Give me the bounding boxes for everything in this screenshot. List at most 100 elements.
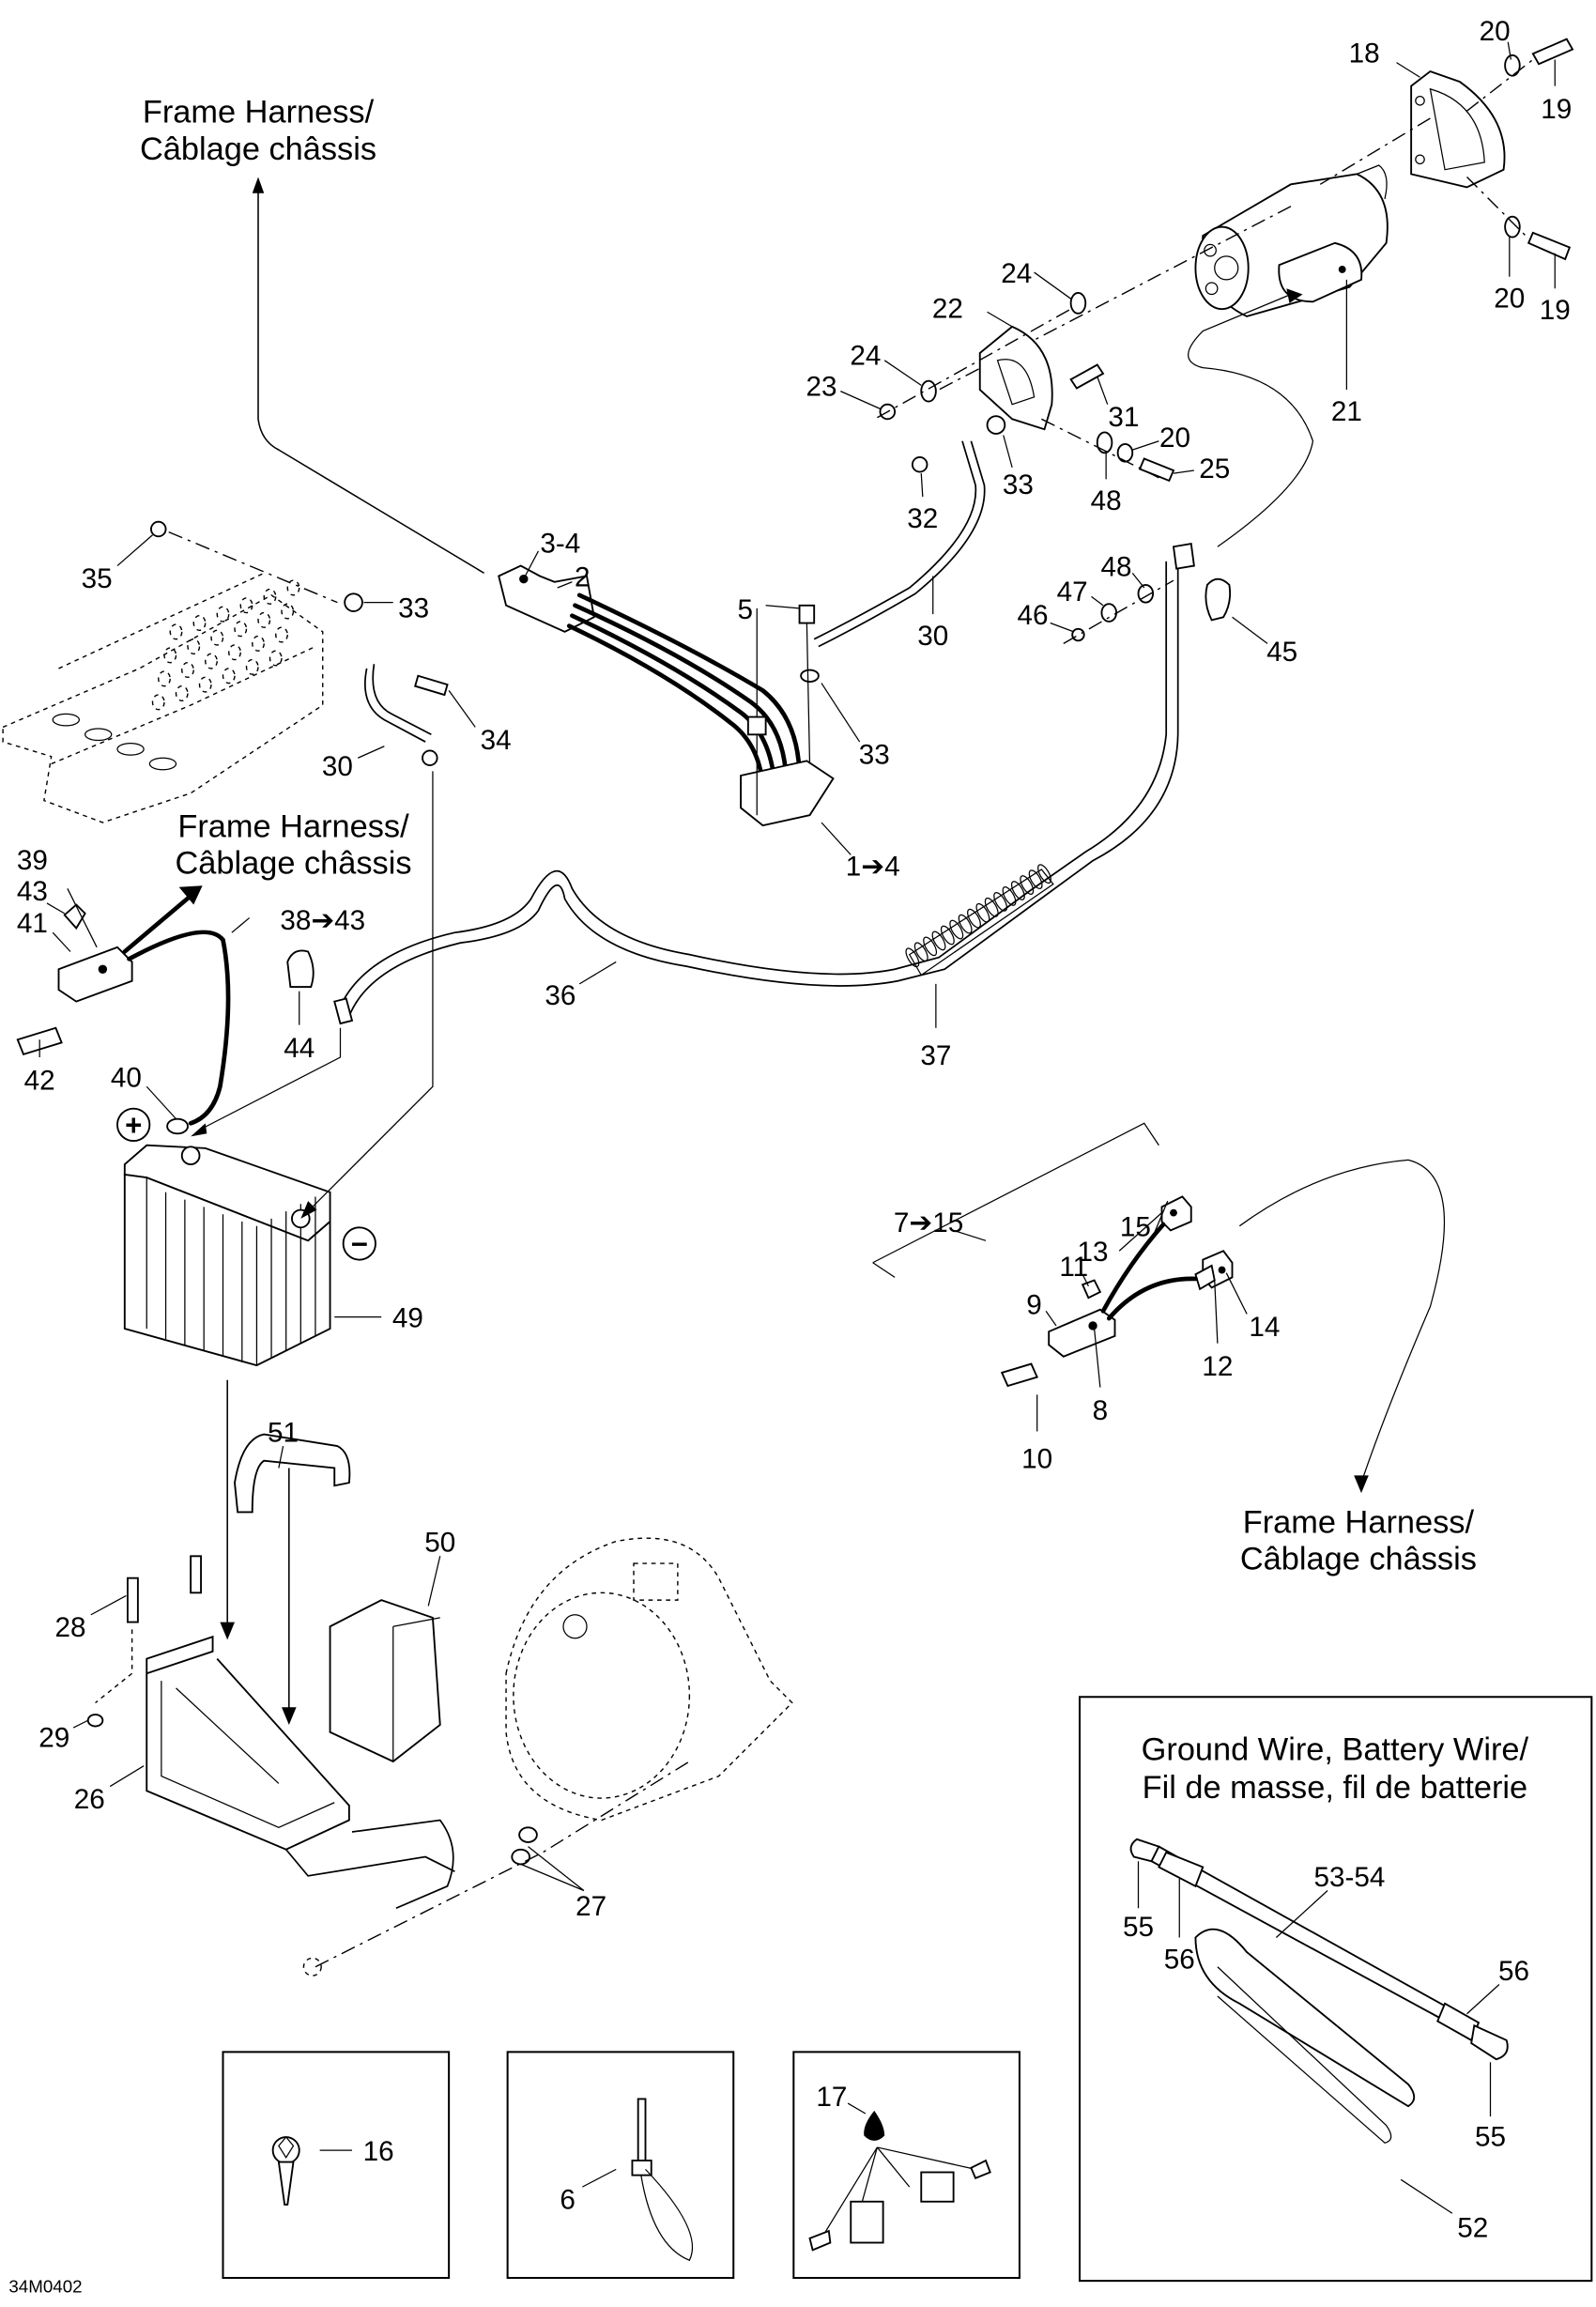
leader-to-negative: [307, 771, 434, 1212]
sleeve-56: [1158, 1851, 1205, 1888]
callout-leader: [524, 550, 539, 577]
callout-leader: [90, 1594, 127, 1616]
small-box-leader: [582, 2168, 617, 2188]
drawing-id: 34M0402: [8, 2277, 82, 2297]
callout-leader: [1050, 622, 1074, 633]
callout-leader: [987, 311, 1013, 328]
callout-leader: [1094, 1329, 1101, 1388]
small-box-connector-kit: [792, 2051, 1021, 2280]
callout-label: 12: [1202, 1351, 1233, 1382]
battery-tray-26: [146, 1635, 350, 1851]
boot-44: [286, 949, 315, 988]
nut-32: [911, 456, 928, 473]
callout-leader: [920, 473, 924, 498]
callout-label: 5: [737, 594, 753, 625]
nut-35: [150, 520, 167, 538]
callout-label: 1➔4: [846, 851, 900, 882]
small-box-frame: [506, 2051, 735, 2280]
callout-leader: [821, 683, 861, 743]
callout-label: 33: [1003, 469, 1034, 500]
small-box-frame: [792, 2051, 1021, 2280]
callout-leader: [1214, 1280, 1219, 1344]
callout-label: 18: [1349, 38, 1380, 69]
callout-leader: [1507, 41, 1512, 60]
callout-label: 37: [920, 1040, 951, 1071]
callout-label: 19: [1541, 94, 1572, 125]
washer-20: [1504, 215, 1521, 238]
harness-note-bottom-right: Frame Harness/ Câblage châssis: [1240, 1504, 1477, 1576]
fuse-cover-43: [63, 903, 86, 930]
callout-label: 29: [38, 1722, 69, 1753]
callout-label: 7➔15: [894, 1207, 963, 1238]
callout-label: 28: [54, 1612, 85, 1643]
callout-label: 49: [392, 1303, 423, 1334]
callout-label: 48: [1091, 485, 1122, 516]
washer-27: [511, 1848, 530, 1866]
small-box-screw: [222, 2051, 451, 2280]
starter-motor-21: [1194, 164, 1389, 317]
callout-leader: [1396, 62, 1420, 78]
nut-29: [86, 1714, 104, 1728]
small-box-label: 16: [363, 2136, 394, 2167]
terminal-pin-icon: [808, 2229, 832, 2252]
callout-label: 50: [424, 1528, 455, 1559]
leader-to-positive: [197, 1027, 342, 1131]
starter-bracket-18: [1410, 69, 1506, 189]
callout-leader: [1003, 435, 1013, 469]
callout-label: 32: [907, 503, 938, 534]
small-box-label: 17: [816, 2082, 847, 2113]
cover-50: [329, 1599, 441, 1763]
module-assembly: [498, 564, 835, 827]
callout-leader: [1118, 1212, 1162, 1252]
inset-frame: [1078, 1696, 1593, 2283]
terminal-socket-icon: [970, 2159, 991, 2179]
cover-11: [1081, 1279, 1102, 1300]
battery-cable: [286, 288, 1314, 1025]
inset-leader: [1400, 2178, 1453, 2214]
callout-label: 20: [1494, 284, 1525, 315]
callout-label: 9: [1026, 1289, 1042, 1320]
inset-leader: [1466, 1984, 1500, 2015]
bolt-19: [1531, 38, 1574, 66]
callout-leader: [231, 917, 251, 933]
callout-leader: [46, 902, 66, 915]
star-washer-33: [800, 669, 820, 683]
callout-leader: [528, 1846, 585, 1891]
washer-20: [1504, 54, 1521, 77]
harness-note-line1: Frame Harness/: [143, 95, 375, 131]
callout-label: 39: [17, 845, 48, 876]
callout-label: 43: [17, 876, 48, 907]
module-1-4: [740, 760, 835, 827]
callout-label: 22: [932, 294, 963, 325]
callout-leader: [883, 360, 922, 386]
callout-label: 48: [1101, 552, 1132, 583]
callout-label: 38➔43: [280, 905, 365, 936]
callout-label: 36: [545, 980, 575, 1011]
callout-label: 23: [806, 371, 836, 402]
callout-label: 10: [1021, 1444, 1052, 1475]
callout-leader: [146, 1085, 176, 1120]
callout-leader: [1225, 1272, 1248, 1315]
small-box-cable-tie: [506, 2051, 735, 2280]
screw-icon: [271, 2136, 300, 2206]
callout-label: 20: [1159, 423, 1190, 454]
small-box-frame: [222, 2051, 451, 2280]
harness-note-line2: Câblage châssis: [140, 131, 376, 167]
connector-housing-icon: [850, 2171, 955, 2244]
inset-title-line2: Fil de masse, fil de batterie: [1143, 1770, 1528, 1806]
small-box-leader: [847, 2102, 867, 2115]
bolt-5: [746, 715, 767, 736]
callout-leader: [1034, 271, 1071, 300]
nut-46: [1071, 627, 1085, 642]
cable-tie-icon: [631, 2098, 694, 2262]
harness-note-middle: Frame Harness/ Câblage châssis: [175, 809, 411, 882]
callout-label: 3-4: [540, 529, 580, 560]
callout-leader: [72, 1719, 89, 1729]
arrow-up-icon: [252, 177, 265, 193]
harness-note-line1: Frame Harness/: [177, 809, 409, 845]
star-washer-33: [344, 592, 363, 612]
inset-ground-battery-wire: Ground Wire, Battery Wire/ Fil de masse,…: [1078, 1696, 1593, 2283]
